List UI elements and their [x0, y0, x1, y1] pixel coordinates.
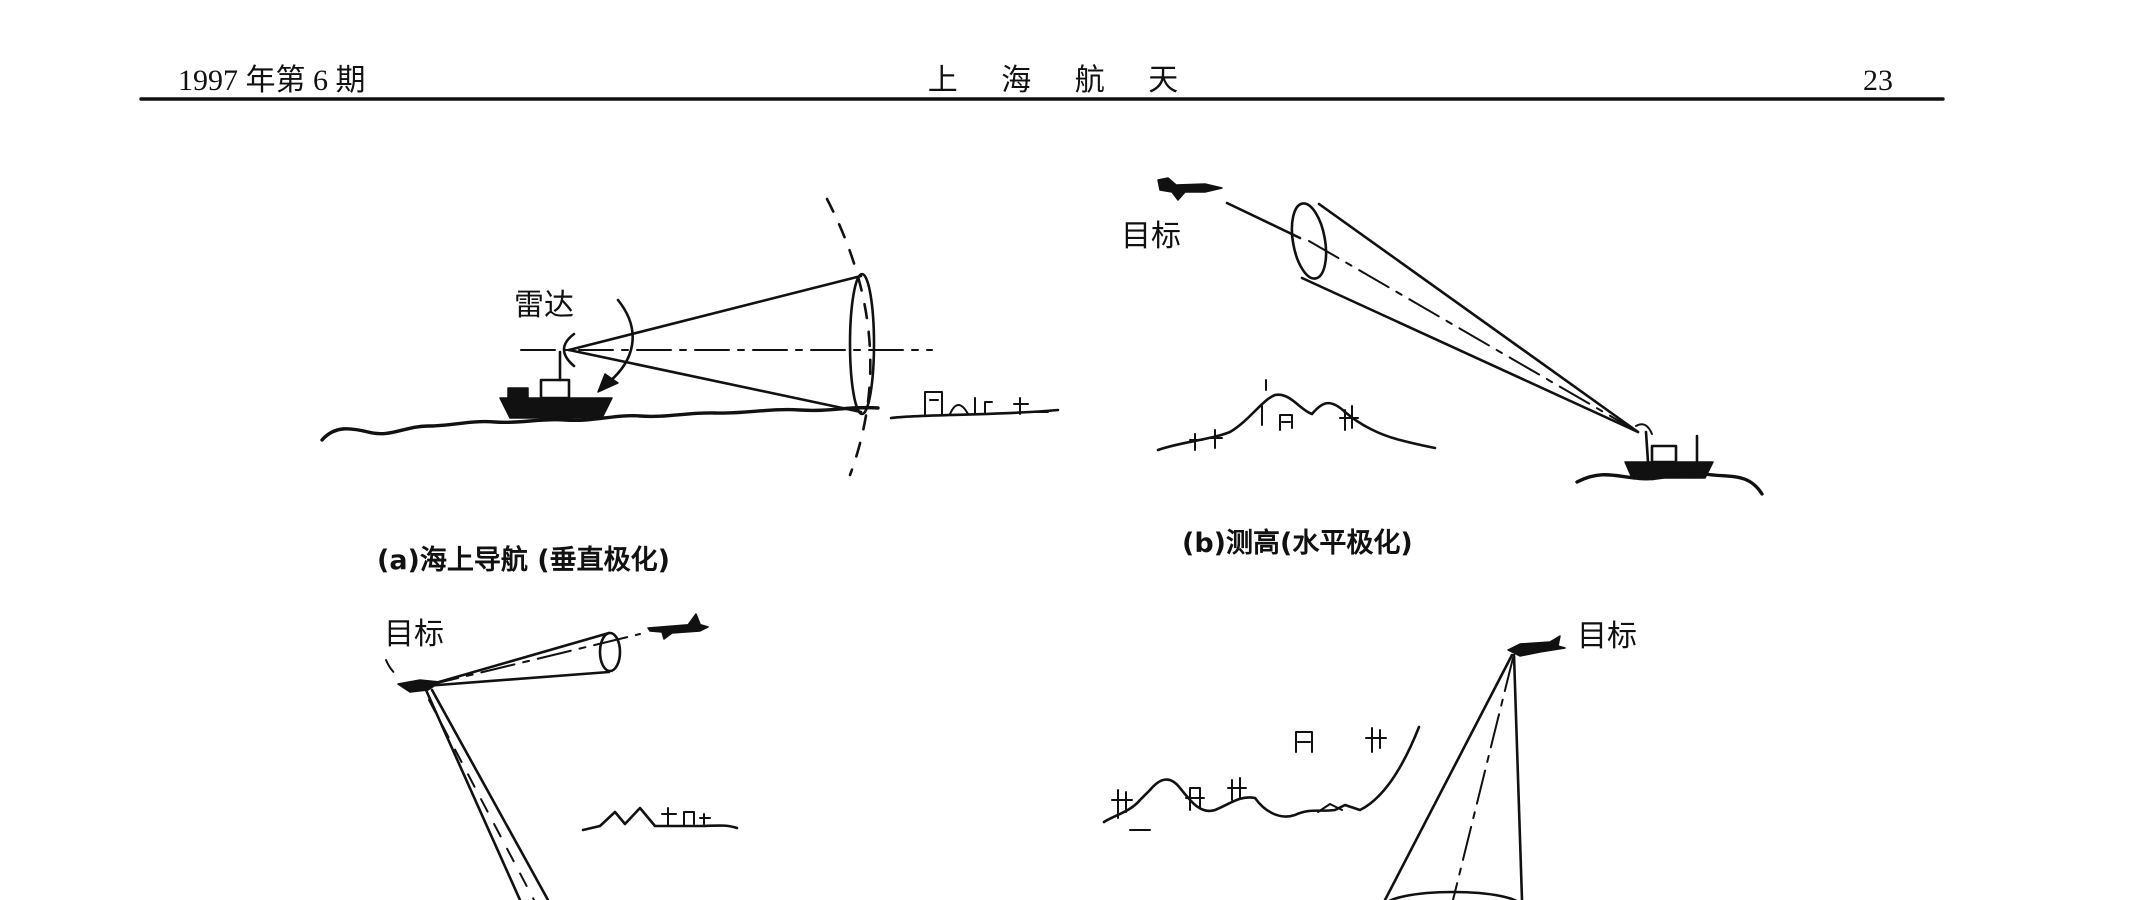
target-label: 目标 [1577, 619, 1637, 654]
beam-lower-edge [1300, 276, 1640, 434]
ship-cabin [539, 378, 571, 400]
figure-a-sea-navigation: 雷达 (a)海上导航 (垂直极化) [320, 197, 1060, 576]
coastal-mountains [1156, 379, 1437, 452]
mountain-outline [1156, 393, 1437, 452]
page-number: 23 [1863, 64, 1893, 97]
figure-a-caption: (a)海上导航 (垂直极化) [377, 544, 670, 576]
beam-axis [424, 633, 641, 687]
figure-b-altimetry: 目标 (b)测高(水平极化) [1121, 177, 1764, 559]
beam-cross-section [848, 272, 876, 416]
down-beam-right-edge [430, 688, 550, 900]
ship-hull [499, 397, 613, 419]
beam-upper-edge [423, 631, 611, 688]
beam-cross-section [1290, 202, 1328, 280]
radar-aircraft-icon [1507, 635, 1566, 657]
mountain-buildings [1189, 379, 1359, 451]
journal-title: 上 海 航 天 [928, 64, 1197, 97]
radar-dish-icon [1635, 423, 1653, 435]
beam-cross-section [598, 631, 622, 673]
figure-b-caption: (b)测高(水平极化) [1182, 527, 1413, 559]
radar-ship [1575, 423, 1764, 496]
coast-buildings [1111, 727, 1387, 831]
ship-cabin [1650, 444, 1678, 464]
ground-hills [581, 806, 739, 832]
hill-buildings [661, 807, 711, 827]
down-beam-axis [428, 699, 535, 900]
beam-axis [1308, 240, 1639, 433]
beam-footprint [1388, 890, 1518, 900]
figure-c-air-to-air: 目标 [384, 613, 739, 900]
radar-ship [499, 332, 613, 419]
beam-upper-edge [567, 274, 863, 352]
down-beam-left-edge [424, 688, 522, 900]
coastline [1102, 725, 1421, 831]
coast-outline [1102, 725, 1421, 824]
ship-bow-house [507, 387, 529, 399]
horizon-arc [825, 197, 872, 477]
figure-d-ground-mapping: 目标 [1102, 619, 1637, 900]
track-arc [385, 659, 405, 681]
sea-wave [1575, 471, 1764, 496]
radar-pointer-arrow [602, 298, 634, 388]
target-label: 目标 [1121, 219, 1181, 254]
ship-mast [1644, 430, 1650, 464]
hill-outline [581, 806, 739, 832]
sea-wave [320, 405, 880, 442]
target-aircraft-icon [1157, 177, 1223, 201]
target-aircraft-icon [647, 613, 709, 640]
beam-axis [1452, 657, 1514, 900]
beam-lower-edge [567, 348, 863, 414]
arrowhead-icon [597, 373, 619, 393]
distant-island [889, 391, 1060, 420]
radar-label: 雷达 [514, 288, 574, 323]
beam-left-edge [1383, 653, 1514, 900]
beam-upper-edge [1317, 202, 1640, 434]
issue-label: 1997 年第 6 期 [178, 64, 366, 97]
island-buildings [924, 391, 1049, 417]
page-header: 1997 年第 6 期 上 海 航 天 23 [139, 64, 1945, 101]
target-label: 目标 [384, 617, 444, 652]
beam-lower-edge [423, 670, 611, 688]
sightline-to-target [1225, 201, 1302, 240]
beam-right-edge [1512, 653, 1524, 900]
